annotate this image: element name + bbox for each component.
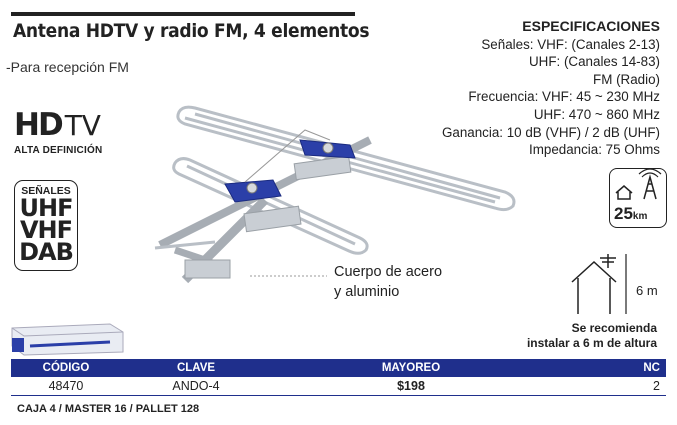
range-number: 25 [614, 204, 633, 223]
packaging-info: CAJA 4 / MASTER 16 / PALLET 128 [17, 403, 200, 415]
cell-codigo: 48470 [48, 379, 84, 393]
spec-line: Señales: VHF: (Canales 2-13) [481, 36, 660, 52]
col-codigo: CÓDIGO [42, 362, 90, 374]
cell-nc: 2 [653, 379, 660, 393]
signal-uhf: UHF [19, 194, 74, 222]
material-line-1: Cuerpo de acero [334, 264, 443, 280]
product-title: Antena HDTV y radio FM, 4 elementos [13, 20, 370, 42]
spec-line: Frecuencia: VHF: 45 ~ 230 MHz [468, 89, 660, 105]
cell-clave: ANDO-4 [172, 379, 220, 393]
range-value: 25km [614, 204, 647, 224]
col-mayoreo: MAYOREO [381, 362, 441, 374]
hd-caption: ALTA DEFINICIÓN [14, 145, 103, 156]
range-badge: 25km [609, 168, 667, 228]
recommendation-line-1: Se recomienda [571, 321, 657, 335]
hd-logo-text: HD [14, 107, 64, 143]
signal-dab: DAB [19, 238, 74, 266]
specs-heading: ESPECIFICACIONES [522, 18, 660, 34]
house-height-icon [571, 254, 627, 314]
recommendation: Se recomienda instalar a 6 m de altura [527, 321, 657, 351]
spec-line: UHF: (Canales 14-83) [529, 54, 660, 70]
col-nc: NC [643, 362, 660, 374]
product-subtitle: -Para recepción FM [6, 59, 129, 75]
signals-badge: SEÑALES UHF VHF DAB [14, 180, 78, 271]
tower-house-icon [615, 169, 662, 200]
tv-logo-text: TV [64, 108, 101, 142]
specifications: ESPECIFICACIONES Señales: VHF: (Canales … [442, 18, 660, 159]
table-row: 48470 ANDO-4 $198 2 [11, 377, 666, 396]
title-rule [11, 12, 355, 16]
material-caption: Cuerpo de acero y aluminio [334, 262, 442, 302]
signals-label: SEÑALES [21, 185, 71, 197]
antenna-illustration [154, 105, 516, 284]
spec-line: Ganancia: 10 dB (VHF) / 2 dB (UHF) [441, 124, 660, 140]
hdtv-badge: HD TV ALTA DEFINICIÓN [14, 107, 103, 156]
spec-line: Impedancia: 75 Ohms [529, 142, 660, 158]
material-line-2: y aluminio [334, 284, 400, 300]
table-header: CÓDIGO CLAVE MAYOREO NC [11, 359, 666, 377]
product-table: CÓDIGO CLAVE MAYOREO NC 48470 ANDO-4 $19… [11, 359, 666, 396]
spec-line: FM (Radio) [593, 71, 660, 87]
cell-mayoreo: $198 [397, 379, 425, 393]
product-box-image [11, 323, 124, 356]
range-unit: km [632, 211, 648, 222]
signal-vhf: VHF [19, 216, 73, 244]
recommendation-line-2: instalar a 6 m de altura [526, 336, 657, 350]
height-label: 6 m [636, 283, 658, 298]
spec-line: UHF: 470 ~ 860 MHz [533, 106, 660, 122]
col-clave: CLAVE [176, 362, 216, 374]
